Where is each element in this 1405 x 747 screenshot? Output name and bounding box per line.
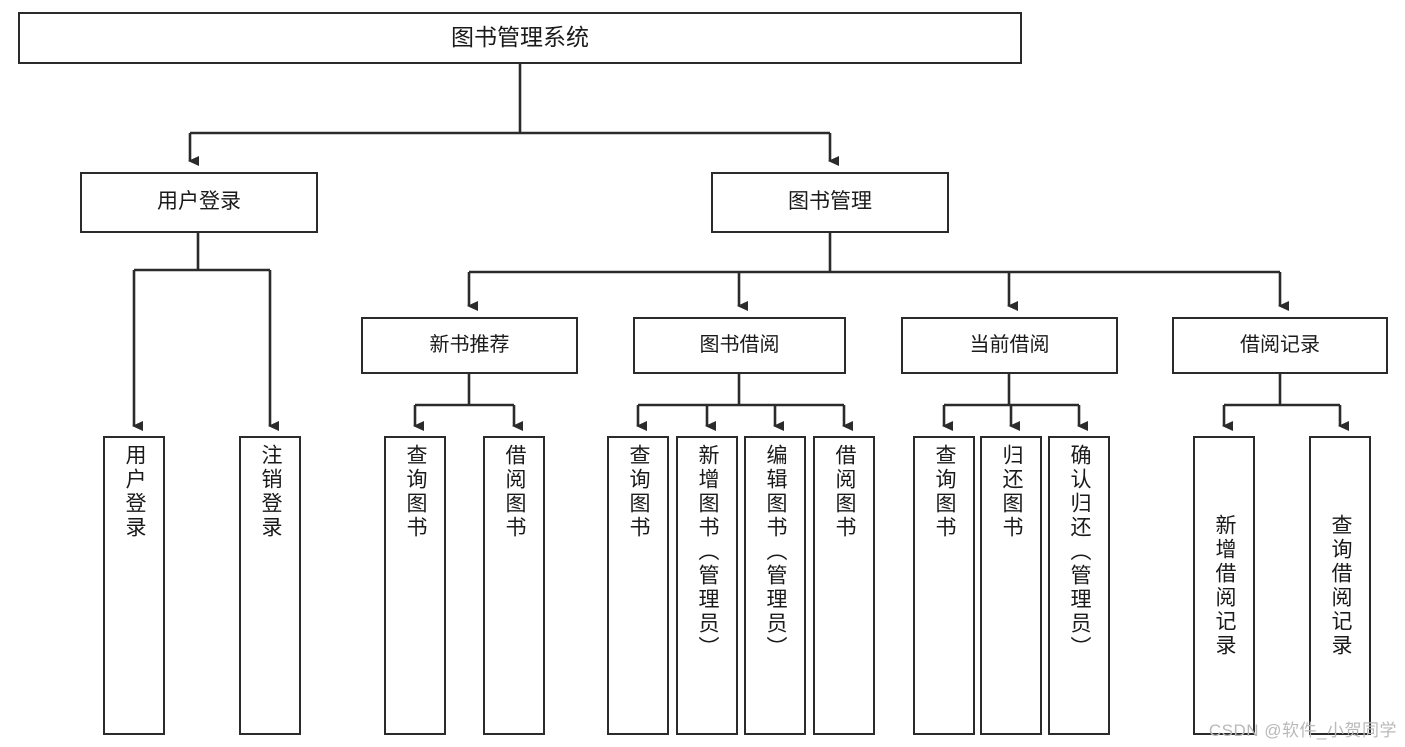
leaf-confirm-return[interactable]: 确认归还（管理员） [1048,436,1110,735]
leaf-query-book-1-label: 查询图书 [404,444,428,540]
node-book-management-label: 图书管理 [788,190,872,214]
leaf-borrow-book-2[interactable]: 借阅图书 [813,436,875,735]
leaf-borrow-book-1-label: 借阅图书 [503,444,527,540]
leaf-add-book-label: 新增图书（管理员） [696,444,720,660]
node-new-book-recommend[interactable]: 新书推荐 [361,317,578,374]
leaf-logout-label: 注销登录 [259,444,283,540]
node-current-borrow-label: 当前借阅 [969,333,1050,356]
node-user-login[interactable]: 用户登录 [80,172,318,233]
leaf-add-record[interactable]: 新增借阅记录 [1193,436,1255,735]
leaf-return-book-label: 归还图书 [1000,444,1024,540]
leaf-user-login-label: 用户登录 [123,444,147,540]
node-current-borrow[interactable]: 当前借阅 [901,317,1118,374]
leaf-query-record[interactable]: 查询借阅记录 [1309,436,1371,735]
leaf-user-login[interactable]: 用户登录 [103,436,165,735]
node-root[interactable]: 图书管理系统 [18,12,1022,64]
leaf-borrow-book-2-label: 借阅图书 [833,444,857,540]
node-new-book-recommend-label: 新书推荐 [429,333,510,356]
leaf-borrow-book-1[interactable]: 借阅图书 [483,436,545,735]
node-borrow-record[interactable]: 借阅记录 [1172,317,1388,374]
leaf-add-record-label: 新增借阅记录 [1213,513,1237,658]
leaf-logout[interactable]: 注销登录 [239,436,301,735]
leaf-edit-book[interactable]: 编辑图书（管理员） [744,436,806,735]
node-book-management[interactable]: 图书管理 [711,172,949,233]
node-borrow-record-label: 借阅记录 [1240,333,1320,356]
leaf-query-book-2[interactable]: 查询图书 [607,436,669,735]
node-root-label: 图书管理系统 [451,24,589,51]
leaf-query-book-2-label: 查询图书 [627,444,651,540]
leaf-query-record-label: 查询借阅记录 [1329,513,1353,658]
leaf-add-book[interactable]: 新增图书（管理员） [676,436,738,735]
node-user-login-label: 用户登录 [157,190,241,214]
leaf-query-book-3-label: 查询图书 [933,444,957,540]
leaf-return-book[interactable]: 归还图书 [980,436,1042,735]
node-book-borrow-label: 图书借阅 [699,333,780,356]
node-book-borrow[interactable]: 图书借阅 [633,317,846,374]
leaf-query-book-1[interactable]: 查询图书 [384,436,446,735]
leaf-query-book-3[interactable]: 查询图书 [913,436,975,735]
leaf-confirm-return-label: 确认归还（管理员） [1068,444,1092,660]
leaf-edit-book-label: 编辑图书（管理员） [764,444,788,660]
